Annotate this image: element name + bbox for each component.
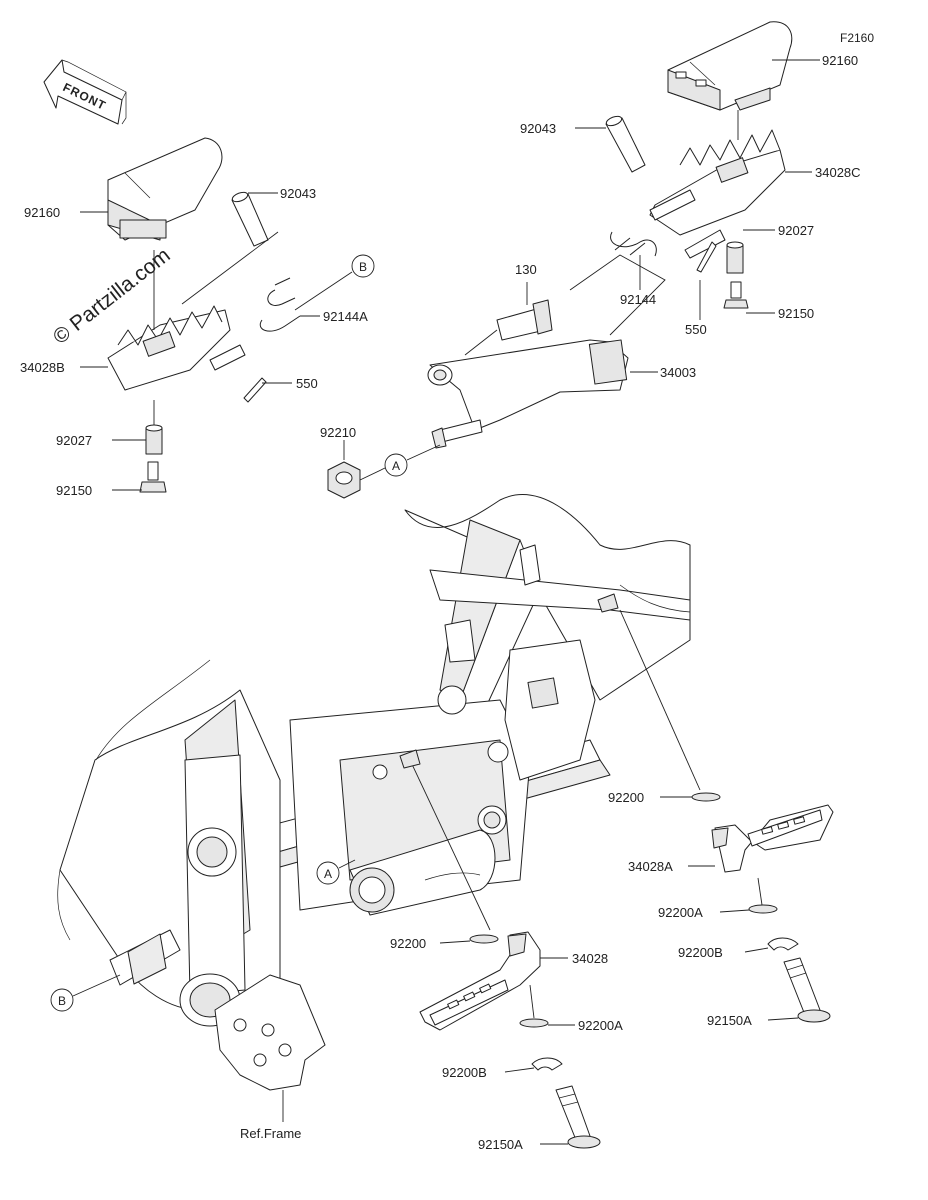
step-34028 xyxy=(419,931,541,1031)
label-34028c: 34028C xyxy=(815,165,861,180)
leaders-lower-center xyxy=(409,759,575,1145)
bolt-top-right-frame xyxy=(597,593,619,613)
label-92200-center: 92200 xyxy=(390,936,426,951)
label-92027-left: 92027 xyxy=(56,433,92,448)
bolt-center-frame xyxy=(399,749,421,769)
label-130: 130 xyxy=(515,262,537,277)
spring-92144a xyxy=(259,277,301,332)
cotter-pin-550-right xyxy=(696,241,717,273)
callout-b-top: B xyxy=(294,254,375,311)
bolt-92150-right xyxy=(723,281,749,309)
label-34028b: 34028B xyxy=(20,360,65,375)
label-34003: 34003 xyxy=(660,365,696,380)
svg-text:A: A xyxy=(392,459,400,473)
footpeg-left-34028b xyxy=(107,305,246,391)
label-92150a-right: 92150A xyxy=(707,1013,752,1028)
label-92144a: 92144A xyxy=(323,309,368,324)
label-92200b-center: 92200B xyxy=(442,1065,487,1080)
leaders-left xyxy=(80,192,320,491)
callout-a-bottom: A xyxy=(316,859,356,885)
label-92160-right: 92160 xyxy=(822,53,858,68)
bolt-130 xyxy=(464,282,553,356)
pin-92043-right xyxy=(605,115,646,173)
label-92200a-right: 92200A xyxy=(658,905,703,920)
label-92043-right: 92043 xyxy=(520,121,556,136)
leaders-lower-right xyxy=(619,609,799,1021)
label-550-left: 550 xyxy=(296,376,318,391)
figure-code: F2160 xyxy=(840,31,874,45)
washers-center xyxy=(469,934,563,1071)
frame-assembly xyxy=(57,494,691,1091)
front-arrow-icon: FRONT xyxy=(43,59,127,125)
bracket-34003 xyxy=(427,339,629,449)
step-34028a xyxy=(711,804,834,873)
footrest-rubber-left xyxy=(107,137,223,241)
label-92200b-right: 92200B xyxy=(678,945,723,960)
spring-92144 xyxy=(610,231,657,257)
part-labels: 92160 92043 34028C 92027 92150 92144 550… xyxy=(20,53,861,1152)
label-92027-right: 92027 xyxy=(778,223,814,238)
label-92043-left: 92043 xyxy=(280,186,316,201)
label-92210: 92210 xyxy=(320,425,356,440)
svg-text:A: A xyxy=(324,867,332,881)
label-34028a: 34028A xyxy=(628,859,673,874)
svg-text:B: B xyxy=(58,994,66,1008)
collar-92027-right xyxy=(726,241,744,274)
collar-92027-left xyxy=(145,424,163,455)
svg-text:B: B xyxy=(359,260,367,274)
label-92150-right: 92150 xyxy=(778,306,814,321)
label-92200a-center: 92200A xyxy=(578,1018,623,1033)
pin-92150a-center xyxy=(555,1085,601,1149)
footrest-rubber-right xyxy=(667,21,793,111)
label-34028: 34028 xyxy=(572,951,608,966)
bolt-92150-left xyxy=(139,461,167,493)
footpeg-right-34028c xyxy=(649,129,786,259)
label-92200-right: 92200 xyxy=(608,790,644,805)
label-92144: 92144 xyxy=(620,292,656,307)
label-ref-frame: Ref.Frame xyxy=(240,1126,301,1141)
washers-right xyxy=(691,792,799,951)
pin-92043-left xyxy=(231,191,269,247)
nut-92210 xyxy=(327,440,386,499)
label-92150-left: 92150 xyxy=(56,483,92,498)
callout-a-top: A xyxy=(384,444,441,477)
pin-92150a-right xyxy=(783,957,831,1023)
label-92150a-center: 92150A xyxy=(478,1137,523,1152)
label-92160-left: 92160 xyxy=(24,205,60,220)
callout-b-bottom: B xyxy=(50,974,121,1012)
label-550-right: 550 xyxy=(685,322,707,337)
cotter-pin-550-left xyxy=(243,377,267,403)
leaders-right xyxy=(569,59,820,373)
